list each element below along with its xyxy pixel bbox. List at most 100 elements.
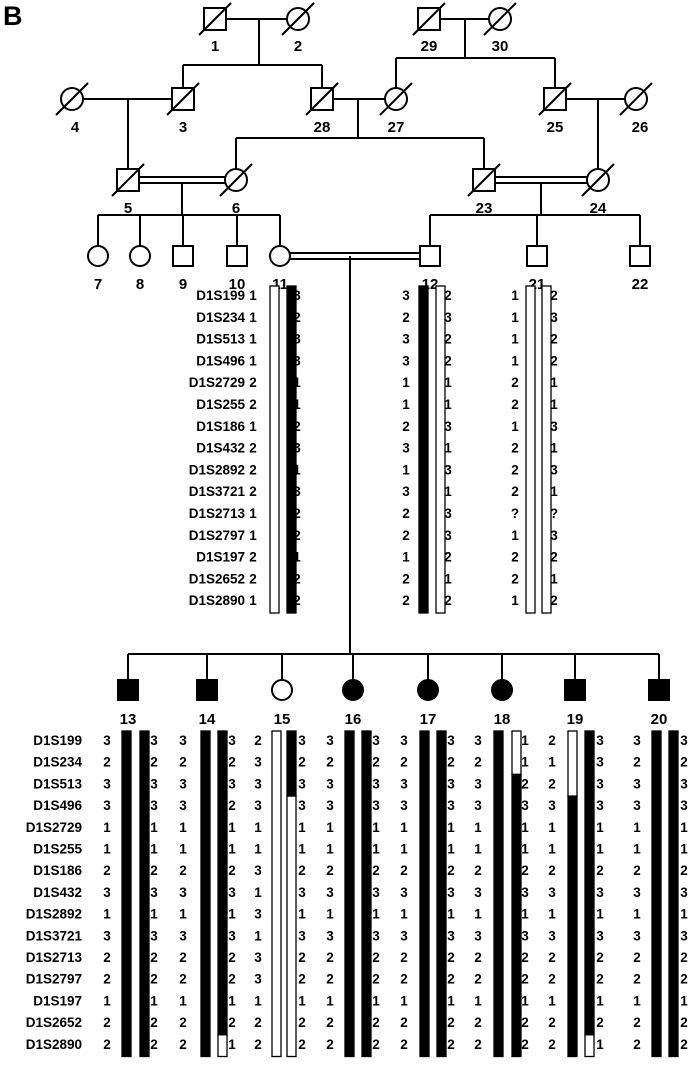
allele-left: 1 [103,993,111,1008]
allele-left: 3 [400,733,408,748]
allele-left: 1 [179,907,187,922]
deceased-slash [281,2,315,36]
allele-right: 2 [447,755,455,770]
allele-right: 1 [228,842,236,857]
allele-left: 1 [326,907,334,922]
allele-left: 2 [326,972,334,987]
individual-label-5: 5 [124,200,132,217]
allele-left: 3 [402,484,410,499]
allele-right: 2 [444,353,452,368]
allele-right: 3 [447,928,455,943]
allele-left: 2 [633,1037,641,1052]
allele-left: 1 [511,419,519,434]
allele-left: 3 [474,776,482,791]
allele-left: 3 [254,950,262,965]
allele-right: 2 [298,1037,306,1052]
marker-name: D1S255 [33,842,82,857]
deceased-slash [412,2,446,36]
individual-label-29: 29 [421,38,438,55]
allele-right: 2 [372,1015,380,1030]
marker-name: D1S2892 [189,462,245,477]
allele-left: 2 [511,441,519,456]
allele-right: 3 [596,928,604,943]
allele-right: 1 [293,375,301,390]
allele-left: 1 [103,907,111,922]
allele-left: 3 [400,885,408,900]
allele-right: ? [550,506,558,521]
individual-16-female-symbol [342,679,364,701]
pedigree-symbols [55,2,670,701]
allele-left: 1 [548,993,556,1008]
allele-right: 2 [298,863,306,878]
allele-left: 2 [474,950,482,965]
allele-right: 2 [293,419,301,434]
allele-left: 1 [179,842,187,857]
individual-9-male-symbol [172,245,194,267]
allele-right: 1 [521,733,529,748]
allele-right: 3 [293,332,301,347]
allele-right: 1 [596,820,604,835]
allele-right: 3 [293,484,301,499]
allele-left: 3 [633,776,641,791]
allele-left: 1 [400,993,408,1008]
individual-label-15: 15 [274,711,291,728]
marker-name: D1S197 [196,550,245,565]
marker-name: D1S234 [33,755,82,770]
allele-right: 2 [228,798,236,813]
allele-right: 2 [150,755,158,770]
allele-left: 1 [103,820,111,835]
allele-left: 3 [633,733,641,748]
allele-left: 3 [474,733,482,748]
allele-right: 2 [444,288,452,303]
allele-right: 2 [372,972,380,987]
individual-12-male-symbol [419,245,441,267]
allele-left: 3 [254,776,262,791]
allele-left: 2 [511,397,519,412]
haplotype-bar-left [419,730,430,1058]
allele-left: 1 [402,550,410,565]
marker-name: D1S255 [196,397,245,412]
allele-right: 2 [521,950,529,965]
allele-right: 2 [150,863,158,878]
allele-right: 3 [680,885,688,900]
allele-right: 1 [372,842,380,857]
allele-left: 2 [474,755,482,770]
allele-left: 3 [103,733,111,748]
allele-left: 2 [400,950,408,965]
allele-left: 2 [249,571,257,586]
allele-right: 2 [228,950,236,965]
allele-left: 1 [633,907,641,922]
allele-right: 2 [680,1015,688,1030]
allele-left: 1 [249,419,257,434]
allele-left: 3 [326,733,334,748]
allele-left: 2 [103,1015,111,1030]
allele-right: 2 [680,863,688,878]
allele-right: 1 [596,993,604,1008]
allele-right: 1 [596,907,604,922]
allele-left: 1 [548,755,556,770]
allele-right: 1 [447,907,455,922]
haplotype-bar-right [361,730,372,1058]
allele-right: 2 [596,972,604,987]
allele-right: 3 [298,798,306,813]
allele-right: 2 [293,528,301,543]
allele-right: 3 [298,776,306,791]
allele-left: 3 [326,798,334,813]
allele-right: 2 [444,332,452,347]
allele-right: 2 [150,1037,158,1052]
allele-left: 3 [254,907,262,922]
allele-left: 2 [179,1015,187,1030]
allele-right: 1 [550,571,558,586]
allele-right: 2 [228,863,236,878]
allele-right: 2 [447,1037,455,1052]
allele-left: 2 [400,1037,408,1052]
allele-left: 2 [249,375,257,390]
allele-left: 2 [633,950,641,965]
allele-right: 3 [372,776,380,791]
individual-label-26: 26 [632,119,649,136]
allele-right: 3 [447,733,455,748]
allele-right: 1 [550,375,558,390]
individual-label-28: 28 [314,119,331,136]
marker-name: D1S199 [33,733,82,748]
